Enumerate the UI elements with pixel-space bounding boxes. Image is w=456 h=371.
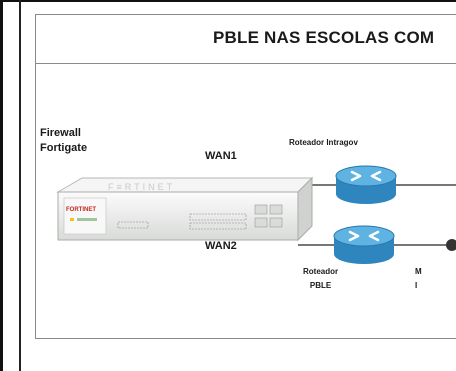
- router-pble-label: Roteador PBLE: [303, 265, 338, 293]
- firewall-device-icon: F≡RTINET FORTINET: [56, 176, 314, 242]
- router-pble-label-line2: PBLE: [309, 281, 332, 290]
- gutter-rule: [19, 0, 21, 371]
- firewall-brand-text: FORTINET: [66, 207, 96, 213]
- firewall-label-line2: Fortigate: [40, 142, 88, 154]
- router-pble-icon: [333, 225, 395, 264]
- wan2-label: WAN2: [205, 240, 237, 252]
- firewall-label-line1: Firewall: [40, 127, 81, 139]
- diagram-title: PBLE NAS ESCOLAS COM: [213, 28, 435, 47]
- svg-text:F≡RTINET: F≡RTINET: [108, 182, 175, 192]
- cut-off-label-line2: I: [415, 281, 418, 290]
- firewall-label: Firewall Fortigate: [40, 126, 87, 156]
- page-left-rule: [0, 0, 3, 371]
- router-intragov-icon: [335, 165, 397, 204]
- cut-off-device-icon: [446, 239, 456, 251]
- cut-off-label: M I: [415, 265, 422, 293]
- cut-off-label-line1: M: [415, 267, 422, 276]
- page-top-rule: [0, 0, 456, 2]
- router-intragov-label: Roteador Intragov: [289, 138, 358, 147]
- title-band: PBLE NAS ESCOLAS COM: [36, 15, 456, 64]
- router-pble-label-line1: Roteador: [303, 267, 339, 276]
- wan1-label: WAN1: [205, 150, 237, 162]
